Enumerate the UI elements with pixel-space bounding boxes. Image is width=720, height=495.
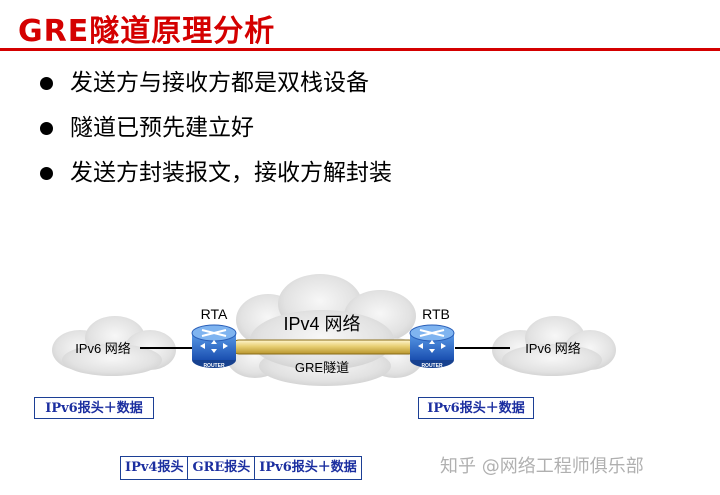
router-rtb-label: RTB [422, 306, 450, 322]
left-packet-header: IPv6报头＋数据 [34, 397, 154, 419]
packet-field-ipv6-payload: IPv6报头＋数据 [259, 460, 357, 475]
left-cloud-label: IPv6 网络 [75, 341, 131, 356]
bullet-dot-icon [40, 122, 53, 135]
router-rtb-badge: ROUTER [421, 363, 443, 369]
bullet-dot-icon [40, 77, 53, 90]
bullet-text: 发送方封装报文，接收方解封装 [70, 160, 392, 186]
bullet-list: 发送方与接收方都是双栈设备 隧道已预先建立好 发送方封装报文，接收方解封装 [40, 62, 392, 197]
bullet-text: 隧道已预先建立好 [70, 115, 254, 141]
title-bar: GRE隧道原理分析 [0, 0, 720, 49]
gre-tunnel-label: GRE隧道 [295, 360, 349, 375]
router-rta-icon: ROUTER [191, 324, 237, 369]
bullet-dot-icon [40, 167, 53, 180]
bullet-item: 发送方与接收方都是双栈设备 [40, 62, 392, 107]
router-rta-label: RTA [201, 306, 228, 322]
watermark: 知乎 @网络工程师俱乐部 [440, 456, 644, 477]
gre-encapsulated-packet: IPv4报头 GRE报头 IPv6报头＋数据 [120, 456, 362, 480]
router-rtb-icon: ROUTER [409, 324, 455, 369]
left-ipv6-cloud [52, 316, 176, 376]
right-packet-header: IPv6报头＋数据 [418, 397, 534, 419]
ipv4-cloud-label: IPv4 网络 [283, 314, 360, 334]
title-underline [0, 48, 720, 51]
page-title: GRE隧道原理分析 [18, 14, 276, 49]
packet-field-ipv4-header: IPv4报头 [121, 457, 189, 479]
bullet-item: 发送方封装报文，接收方解封装 [40, 152, 392, 197]
right-cloud-label: IPv6 网络 [525, 341, 581, 356]
gre-tunnel-tube [231, 339, 417, 355]
packet-field-gre-header: GRE报头 [188, 457, 256, 479]
bullet-item: 隧道已预先建立好 [40, 107, 392, 152]
router-rta-badge: ROUTER [203, 363, 225, 369]
right-ipv6-cloud [492, 316, 616, 376]
bullet-text: 发送方与接收方都是双栈设备 [70, 70, 369, 96]
